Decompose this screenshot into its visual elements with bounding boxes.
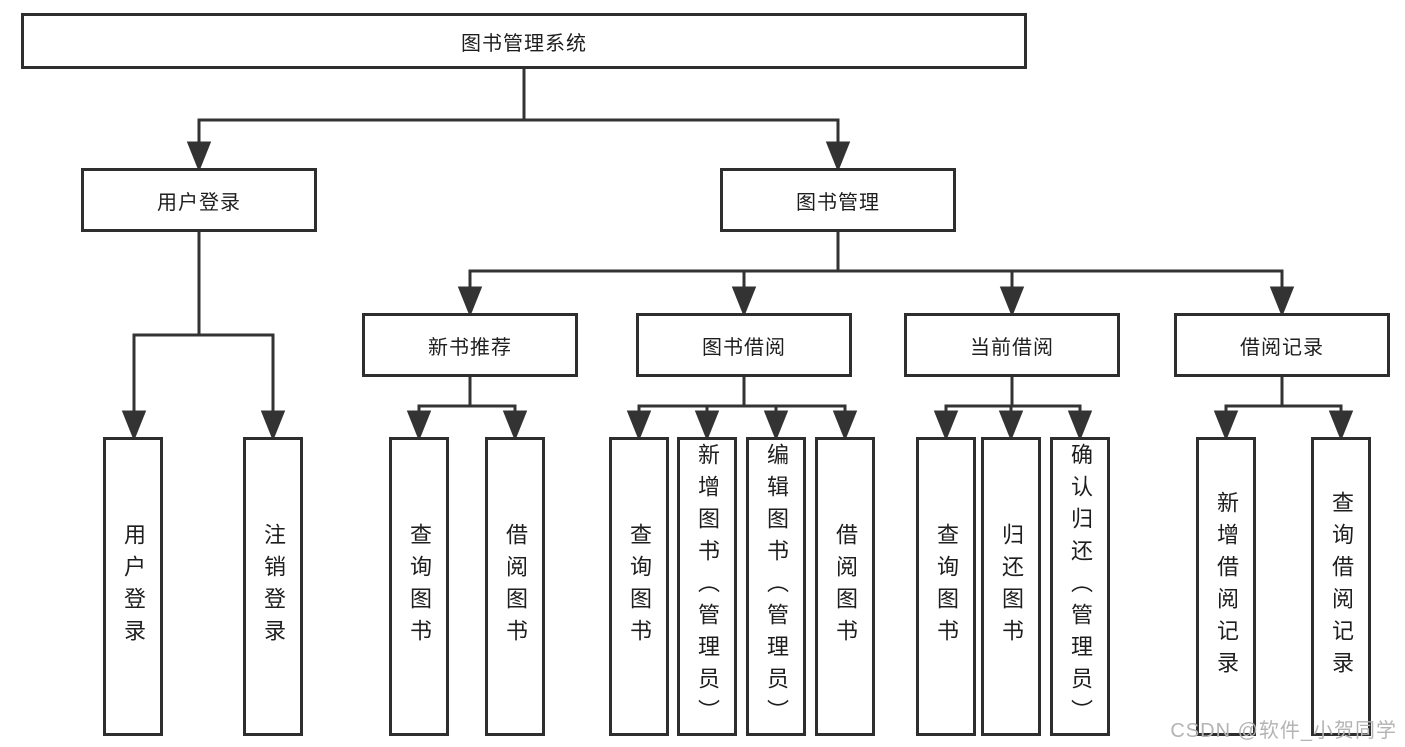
leaf-label: 查询图书 xyxy=(934,522,959,651)
leaf-add-borrow-record: 新增借阅记录 xyxy=(1196,437,1256,736)
leaf-query-books-recommend: 查询图书 xyxy=(389,437,449,736)
node-book-management: 图书管理 xyxy=(720,168,956,232)
leaf-label: 归还图书 xyxy=(999,522,1024,651)
node-book-borrowing: 图书借阅 xyxy=(636,313,852,377)
leaf-label: 用户登录 xyxy=(121,522,146,651)
node-user-login: 用户登录 xyxy=(81,168,317,232)
node-library-management-system: 图书管理系统 xyxy=(21,13,1027,69)
leaf-label: 确认归还（管理员） xyxy=(1068,442,1093,731)
node-label: 当前借阅 xyxy=(970,336,1054,359)
leaf-borrow-books-recommend: 借阅图书 xyxy=(485,437,545,736)
leaf-confirm-return-admin: 确认归还（管理员） xyxy=(1050,437,1110,736)
leaf-label: 新增借阅记录 xyxy=(1214,490,1239,683)
node-label: 图书管理系统 xyxy=(461,32,587,55)
node-label: 图书借阅 xyxy=(702,336,786,359)
leaf-user-login: 用户登录 xyxy=(103,437,163,736)
node-label: 新书推荐 xyxy=(428,336,512,359)
node-new-book-recommend: 新书推荐 xyxy=(362,313,578,377)
leaf-label: 查询图书 xyxy=(407,522,432,651)
leaf-query-books-current: 查询图书 xyxy=(916,437,976,736)
leaf-label: 查询借阅记录 xyxy=(1329,490,1354,683)
leaf-label: 查询图书 xyxy=(627,522,652,651)
leaf-return-books: 归还图书 xyxy=(981,437,1041,736)
leaf-label: 编辑图书（管理员） xyxy=(764,442,789,731)
node-label: 图书管理 xyxy=(796,191,880,214)
leaf-label: 注销登录 xyxy=(261,522,286,651)
node-borrowing-records: 借阅记录 xyxy=(1174,313,1390,377)
leaf-label: 新增图书（管理员） xyxy=(695,442,720,731)
csdn-watermark: CSDN @软件_小贺同学 xyxy=(1170,720,1397,742)
leaf-label: 借阅图书 xyxy=(503,522,528,651)
leaf-edit-books-admin: 编辑图书（管理员） xyxy=(746,437,806,736)
leaf-add-books-admin: 新增图书（管理员） xyxy=(677,437,737,736)
node-current-borrowing: 当前借阅 xyxy=(904,313,1120,377)
leaf-label: 借阅图书 xyxy=(833,522,858,651)
leaf-query-borrow-record: 查询借阅记录 xyxy=(1311,437,1371,736)
leaf-query-books-borrowing: 查询图书 xyxy=(609,437,669,736)
node-label: 借阅记录 xyxy=(1240,336,1324,359)
leaf-borrow-books-borrowing: 借阅图书 xyxy=(815,437,875,736)
leaf-logout: 注销登录 xyxy=(243,437,303,736)
node-label: 用户登录 xyxy=(157,191,241,214)
